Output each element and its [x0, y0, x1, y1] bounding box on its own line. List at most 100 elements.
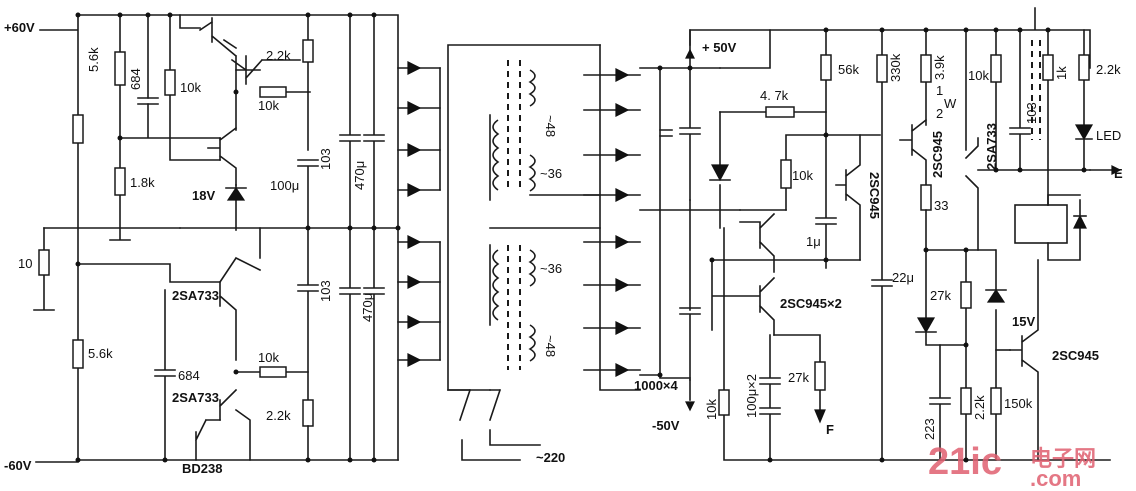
- arrow-minus50: [685, 401, 695, 412]
- label-q-2sa733-c: 2SA733: [984, 123, 999, 170]
- label-r-4-7k: 4. 7k: [760, 88, 789, 103]
- resistor-330k: [876, 54, 888, 83]
- label-c-103-right: 103: [1024, 102, 1039, 124]
- resistor-left-mid: [72, 114, 84, 144]
- resistor-2-2k-c: [960, 387, 972, 415]
- label-r-3-9k-w-num: 1: [936, 83, 943, 98]
- diode-c7: [615, 321, 630, 335]
- resistor-27k-a: [814, 361, 826, 391]
- label-ac220: ~220: [536, 450, 565, 465]
- label-r-56k: 56k: [838, 62, 859, 77]
- label-c-684-bot: 684: [178, 368, 200, 383]
- diode-c4: [615, 188, 630, 202]
- resistor-5-6k-top: [114, 51, 126, 86]
- label-r-1-8k: 1.8k: [130, 175, 155, 190]
- label-minus60: -60V: [4, 458, 32, 473]
- label-q-2sc945x2: 2SC945×2: [780, 296, 842, 311]
- label-c-223: 223: [922, 418, 937, 440]
- label-r-1k: 1k: [1054, 66, 1069, 80]
- resistor-5-6k-bottom: [72, 339, 84, 369]
- resistor-10k-a: [164, 69, 176, 96]
- label-c-100ux2: 100μ×2: [744, 374, 759, 418]
- diode-b6: [407, 275, 422, 289]
- diode-c2: [615, 103, 630, 117]
- junction-dots: [75, 12, 1087, 463]
- label-c-470u-top: 470μ: [352, 161, 367, 190]
- watermark-cn: 电子网: [1030, 446, 1096, 471]
- label-out-e: E: [1114, 166, 1123, 181]
- zener-right: [916, 317, 936, 334]
- label-r-150k: 150k: [1004, 396, 1033, 411]
- watermark-brand: 21ic: [928, 441, 1002, 483]
- label-c-103-bot: 103: [318, 280, 333, 302]
- arrow-e: [1111, 165, 1122, 175]
- label-r-27k-b: 27k: [930, 288, 951, 303]
- diode-c8: [615, 363, 630, 377]
- diode-c1: [615, 68, 630, 82]
- resistor-56k: [820, 54, 832, 81]
- diode-b3: [407, 143, 422, 157]
- watermark-domain: .com: [1030, 466, 1081, 491]
- label-c-100u: 100μ: [270, 178, 299, 193]
- resistor-2-2k-bottom: [302, 399, 314, 427]
- label-q-2sc945-a: 2SC945: [867, 172, 882, 219]
- label-c-22u: 22μ: [892, 270, 914, 285]
- relay-coil: [1014, 204, 1068, 244]
- diode-b8: [407, 353, 422, 367]
- label-q-2sc945-b: 2SC945: [930, 131, 945, 178]
- label-q-2sa733-a: 2SA733: [172, 288, 219, 303]
- resistor-1-8k: [114, 167, 126, 196]
- zener-18v: [226, 186, 246, 201]
- resistor-27k-b: [960, 281, 972, 309]
- diode-b5: [407, 235, 422, 249]
- diode-b2: [407, 101, 422, 115]
- resistor-150k: [990, 387, 1002, 415]
- resistor-10k-e: [718, 389, 730, 416]
- resistor-33: [920, 184, 932, 211]
- transformer: [447, 44, 601, 461]
- diode-b4: [407, 183, 422, 197]
- label-tap-48-top: ~48: [543, 115, 558, 137]
- resistor-3-9k: [920, 54, 932, 83]
- label-r-3-9k-w-den: 2: [936, 106, 943, 121]
- bridge-right-and-filter: [583, 29, 771, 401]
- label-q-2sa733-b: 2SA733: [172, 390, 219, 405]
- label-c-103-top: 103: [318, 148, 333, 170]
- resistor-10: [38, 249, 50, 276]
- label-plus60: +60V: [4, 20, 35, 35]
- label-r-10k-f: 10k: [968, 68, 989, 83]
- resistor-10k-c: [259, 366, 287, 378]
- label-r-5-6k-bot: 5.6k: [88, 346, 113, 361]
- watermark-logo: 21ic 电子网 .com: [928, 441, 1096, 491]
- zener-15v: [986, 288, 1006, 303]
- label-r-10k-e: 10k: [704, 399, 719, 420]
- label-led: LED: [1096, 128, 1121, 143]
- label-tap-36-top: ~36: [540, 166, 562, 181]
- label-r-3-9k-w-unit: W: [944, 96, 957, 111]
- label-r-2-2k-bot: 2.2k: [266, 408, 291, 423]
- right-control-section: [709, 7, 1122, 461]
- label-r-330k: 330k: [888, 53, 903, 82]
- label-q-bd238: BD238: [182, 461, 222, 476]
- label-out-f: F: [826, 422, 834, 437]
- label-r-33: 33: [934, 198, 948, 213]
- label-tap-36-bot: ~36: [540, 261, 562, 276]
- label-r-2-2k-d: 2.2k: [1096, 62, 1121, 77]
- label-c-684-top: 684: [128, 68, 143, 90]
- resistor-2-2k-top: [302, 39, 314, 63]
- component-labels: +60V -60V 5.6k 684 10k 1.8k 18V 2.2k 10k…: [4, 20, 1123, 476]
- label-r-10: 10: [18, 256, 32, 271]
- label-r-10k-c: 10k: [258, 350, 279, 365]
- diode-symbols: [407, 48, 695, 412]
- label-r-27k-a: 27k: [788, 370, 809, 385]
- resistor-10k-f: [990, 54, 1002, 83]
- diode-b1: [407, 61, 422, 75]
- diode-b7: [407, 315, 422, 329]
- label-tap-48-bot: ~48: [543, 335, 558, 357]
- diode-c5: [615, 235, 630, 249]
- label-r-3-9k: 3.9k: [932, 55, 947, 80]
- resistor-10k-d: [780, 159, 792, 189]
- arrow-f: [814, 409, 826, 424]
- label-zener-18v: 18V: [192, 188, 215, 203]
